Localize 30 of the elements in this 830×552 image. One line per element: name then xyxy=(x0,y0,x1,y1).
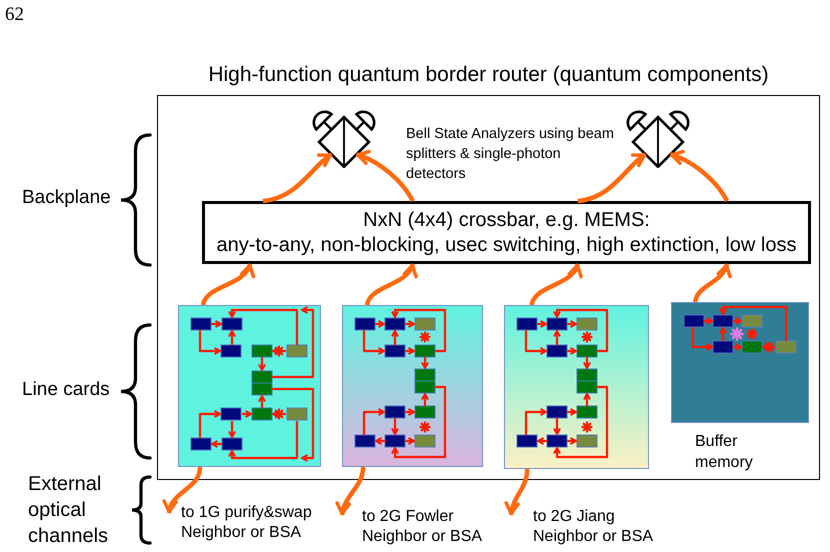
arrow xyxy=(356,150,415,202)
arrow xyxy=(529,263,582,306)
beam-splitter-icon xyxy=(312,110,376,168)
crossbar-description: any-to-any, non-blocking, usec switching, high extinction, low loss xyxy=(216,232,796,258)
destination-label: to 2G Jiang Neighbor or BSA xyxy=(533,507,655,547)
arrow xyxy=(336,466,366,516)
beam-splitter-icon xyxy=(626,110,690,168)
arrow xyxy=(200,263,254,306)
line-card xyxy=(671,302,809,423)
arrow xyxy=(670,150,729,202)
card-caption: Buffer memory xyxy=(695,432,753,473)
line-card xyxy=(178,305,321,467)
destination-label: to 1G purify&swap Neighbor or BSA xyxy=(181,503,313,543)
arrow xyxy=(692,263,731,303)
line-card xyxy=(504,305,649,469)
section-label: Backplane xyxy=(22,186,111,210)
section-label: Line cards xyxy=(22,378,110,402)
arrow xyxy=(364,263,416,306)
line-card xyxy=(342,305,483,467)
page-number: 62 xyxy=(5,4,24,26)
arrow xyxy=(262,152,333,204)
arrow xyxy=(164,466,202,514)
arrow xyxy=(577,152,647,204)
destination-label: to 2G Fowler Neighbor or BSA xyxy=(362,507,484,547)
annotation-text: Bell State Analyzers using beam splitters & single-photon detectors xyxy=(406,125,615,184)
crossbar-box xyxy=(202,201,811,264)
panel-title: High-function quantum border router (quantum components) xyxy=(208,62,769,88)
section-label: External optical channels xyxy=(28,472,108,549)
arrow xyxy=(505,468,530,516)
crossbar-title: NxN (4x4) crossbar, e.g. MEMS: xyxy=(363,208,650,232)
